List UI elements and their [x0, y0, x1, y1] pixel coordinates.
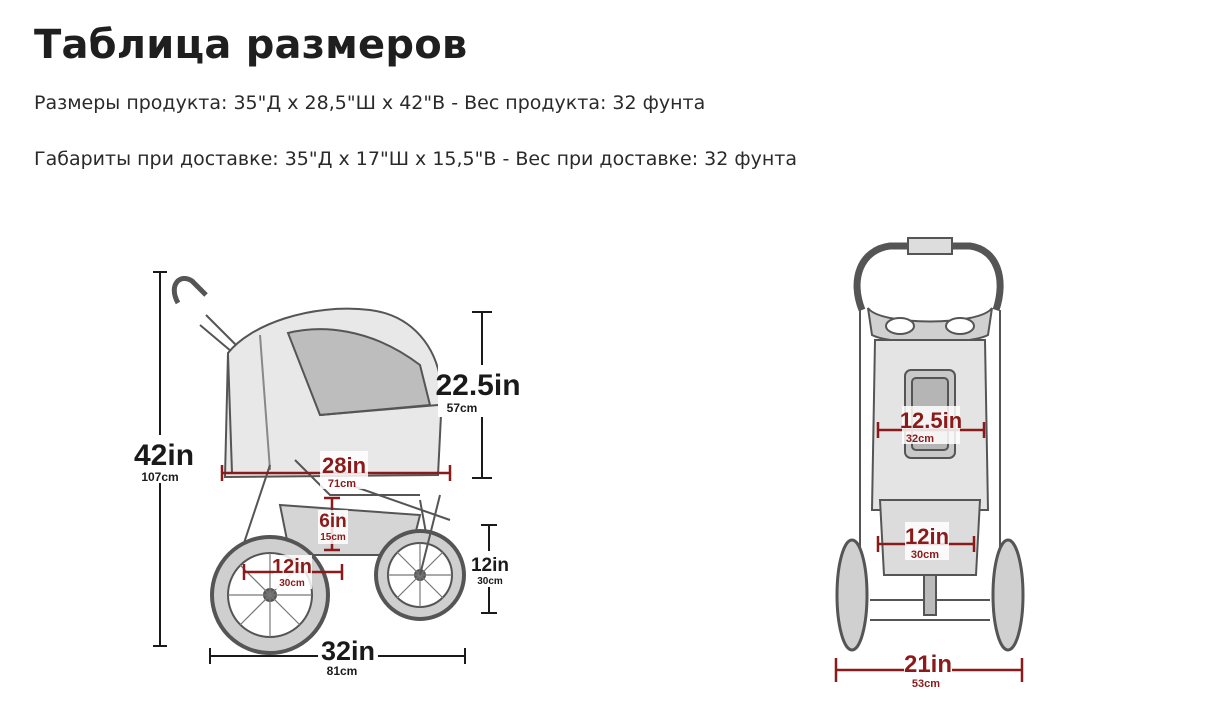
stroller-side-sketch	[171, 276, 466, 655]
total-length-in-label: 32in	[321, 636, 375, 666]
total-length-cm-label: 81cm	[327, 664, 358, 678]
total-width-in-label: 21in	[904, 651, 952, 678]
front-wheel-cm-label: 30cm	[477, 576, 503, 587]
canopy-height-cm-label: 57cm	[447, 401, 478, 415]
wheel-diameter-in-label: 12in	[272, 556, 312, 578]
basket-width-in-label: 12in	[905, 524, 949, 549]
cabin-width-cm-label: 32cm	[906, 433, 934, 445]
total-width-cm-label: 53cm	[912, 678, 940, 690]
shipping-dimensions: Габариты при доставке: 35"Д x 17"Ш x 15,…	[34, 148, 797, 170]
stroller-front-view: 12.5in 32cm 12in 30cm 21in 53cm	[834, 237, 1025, 690]
page-title: Таблица размеров	[34, 22, 468, 68]
height-cm-label: 107cm	[141, 470, 178, 484]
wheel-diameter-cm-label: 30cm	[279, 578, 305, 589]
clearance-cm-label: 15cm	[320, 532, 346, 543]
front-wheel-in-label: 12in	[471, 555, 509, 576]
clearance-in-label: 6in	[319, 511, 346, 532]
product-dimensions: Размеры продукта: 35"Д x 28,5"Ш x 42"В -…	[34, 92, 706, 114]
height-in-label: 42in	[134, 439, 194, 472]
canopy-height-in-label: 22.5in	[435, 369, 520, 402]
stroller-side-view: 42in 107cm 22.5in 57cm 28in 71cm 6in 15c…	[134, 271, 521, 678]
cabin-length-in-label: 28in	[322, 453, 366, 478]
basket-width-cm-label: 30cm	[911, 549, 939, 561]
cabin-length-cm-label: 71cm	[328, 478, 356, 490]
cabin-width-in-label: 12.5in	[900, 408, 962, 433]
